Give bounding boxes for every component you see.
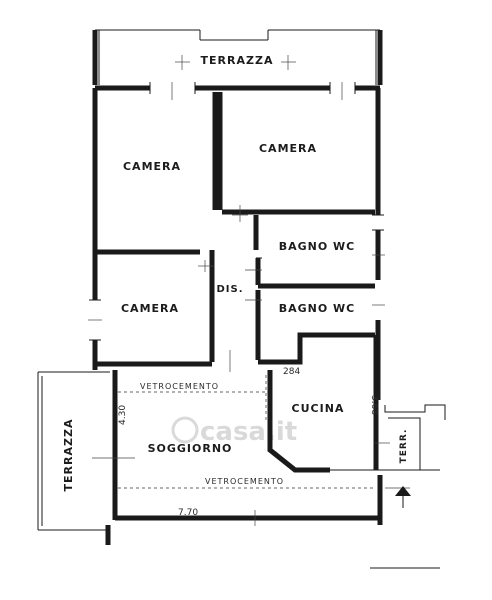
room-label-terrazza-left: TERRAZZA: [62, 419, 75, 492]
room-label-bagno-1: BAGNO WC: [279, 240, 356, 253]
main-walls: [89, 82, 384, 400]
terrace-right-walls: [370, 404, 446, 569]
room-label-terr-right: TERR.: [399, 429, 409, 464]
annotation-vetrocemento-2: VETROCEMENTO: [205, 477, 284, 486]
room-label-bagno-2: BAGNO WC: [279, 302, 356, 315]
watermark-text: casa.it: [200, 417, 297, 447]
room-label-terrazza-top: TERRAZZA: [201, 54, 274, 67]
window-axes: [88, 55, 410, 526]
dimension-770: 7.70: [178, 508, 198, 518]
room-label-soggiorno: SOGGIORNO: [148, 442, 233, 455]
room-label-cucina: CUCINA: [292, 402, 345, 415]
room-label-dis: DIS.: [216, 284, 243, 295]
room-label-camera-1: CAMERA: [123, 160, 181, 173]
entrance-door-icon: [395, 486, 411, 508]
watermark: casa.it: [171, 416, 297, 447]
annotation-vetrocemento-1: VETROCEMENTO: [140, 382, 219, 391]
dimension-284: 284: [283, 367, 300, 377]
dimension-430: 4.30: [118, 405, 128, 425]
room-label-camera-2: CAMERA: [259, 142, 317, 155]
living-walls: [112, 370, 385, 525]
terrace-top-walls: [92, 29, 383, 85]
room-label-camera-3: CAMERA: [121, 302, 179, 315]
glass-block-lines: [118, 375, 375, 489]
terrace-left-walls: [37, 371, 111, 545]
interior-walls: [97, 92, 379, 473]
dimension-368: 3.68: [369, 395, 379, 415]
